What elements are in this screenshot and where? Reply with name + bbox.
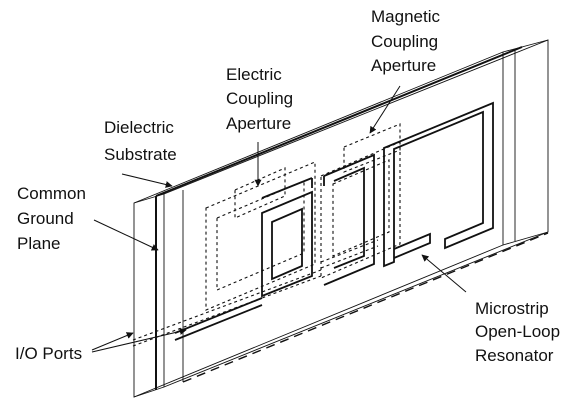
back-resonator-left <box>205 161 316 311</box>
front-open-loop-resonators <box>174 101 494 341</box>
leader-common-ground-plane <box>93 219 159 251</box>
front-resonator-3-gap <box>393 232 431 259</box>
back-resonator-right-inner <box>332 159 390 257</box>
label-magnetic-aperture: Magnetic Coupling Aperture <box>371 7 445 75</box>
front-resonator-2 <box>323 153 375 286</box>
leader-io-port-2 <box>91 328 187 353</box>
common-ground-plane <box>155 46 523 390</box>
front-feed-line-2 <box>174 304 263 341</box>
front-feed-line-1 <box>174 297 263 334</box>
leader-microstrip-resonator <box>421 254 467 293</box>
back-feed-line-1 <box>132 269 322 341</box>
leader-dielectric-substrate <box>121 173 173 188</box>
leader-io-port-1 <box>91 332 134 351</box>
magnetic-coupling-aperture <box>343 123 401 173</box>
front-gap-segment-1 <box>261 177 313 199</box>
label-io-ports: I/O Ports <box>15 344 82 363</box>
back-feed-line-3 <box>320 239 379 263</box>
label-electric-aperture: Electric Coupling Aperture <box>226 65 298 133</box>
dielectric-substrate-box <box>133 39 549 398</box>
label-dielectric-substrate: Dielectric Substrate <box>104 118 179 164</box>
substrate-hidden-edge <box>182 232 549 383</box>
back-side-resonators <box>132 141 401 347</box>
back-resonator-right <box>320 141 401 279</box>
back-feed-line-4 <box>320 245 379 269</box>
electric-coupling-aperture <box>234 167 286 219</box>
front-resonator-3 <box>383 101 494 268</box>
label-microstrip-resonator: Microstrip Open-Loop Resonator <box>475 299 565 365</box>
leader-magnetic-aperture <box>369 85 401 134</box>
label-common-ground-plane: Common Ground Plane <box>17 184 91 253</box>
front-resonator-1 <box>261 190 313 298</box>
